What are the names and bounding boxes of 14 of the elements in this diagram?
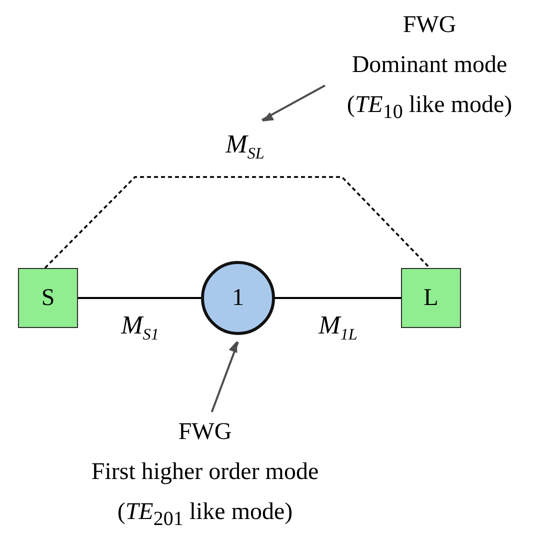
resonator-circle: 1 xyxy=(201,261,275,335)
annotation-text: FWG xyxy=(178,418,232,447)
port-box: S xyxy=(18,268,78,328)
dashed-coupling-line xyxy=(44,176,430,269)
annotation-text: (TE$_{10}$ like mode) xyxy=(346,91,512,125)
port-box: L xyxy=(401,268,461,328)
coupling-line xyxy=(210,340,239,412)
annotation-text: Dominant mode xyxy=(352,51,508,80)
annotation-text: First higher order mode xyxy=(91,458,319,487)
leader-arrow xyxy=(262,84,326,122)
annotation-text: (TE$_{201}$ like mode) xyxy=(117,498,293,532)
annotation-text: FWG xyxy=(402,11,456,40)
coupling-line xyxy=(78,297,201,299)
coupling-line xyxy=(275,297,401,299)
